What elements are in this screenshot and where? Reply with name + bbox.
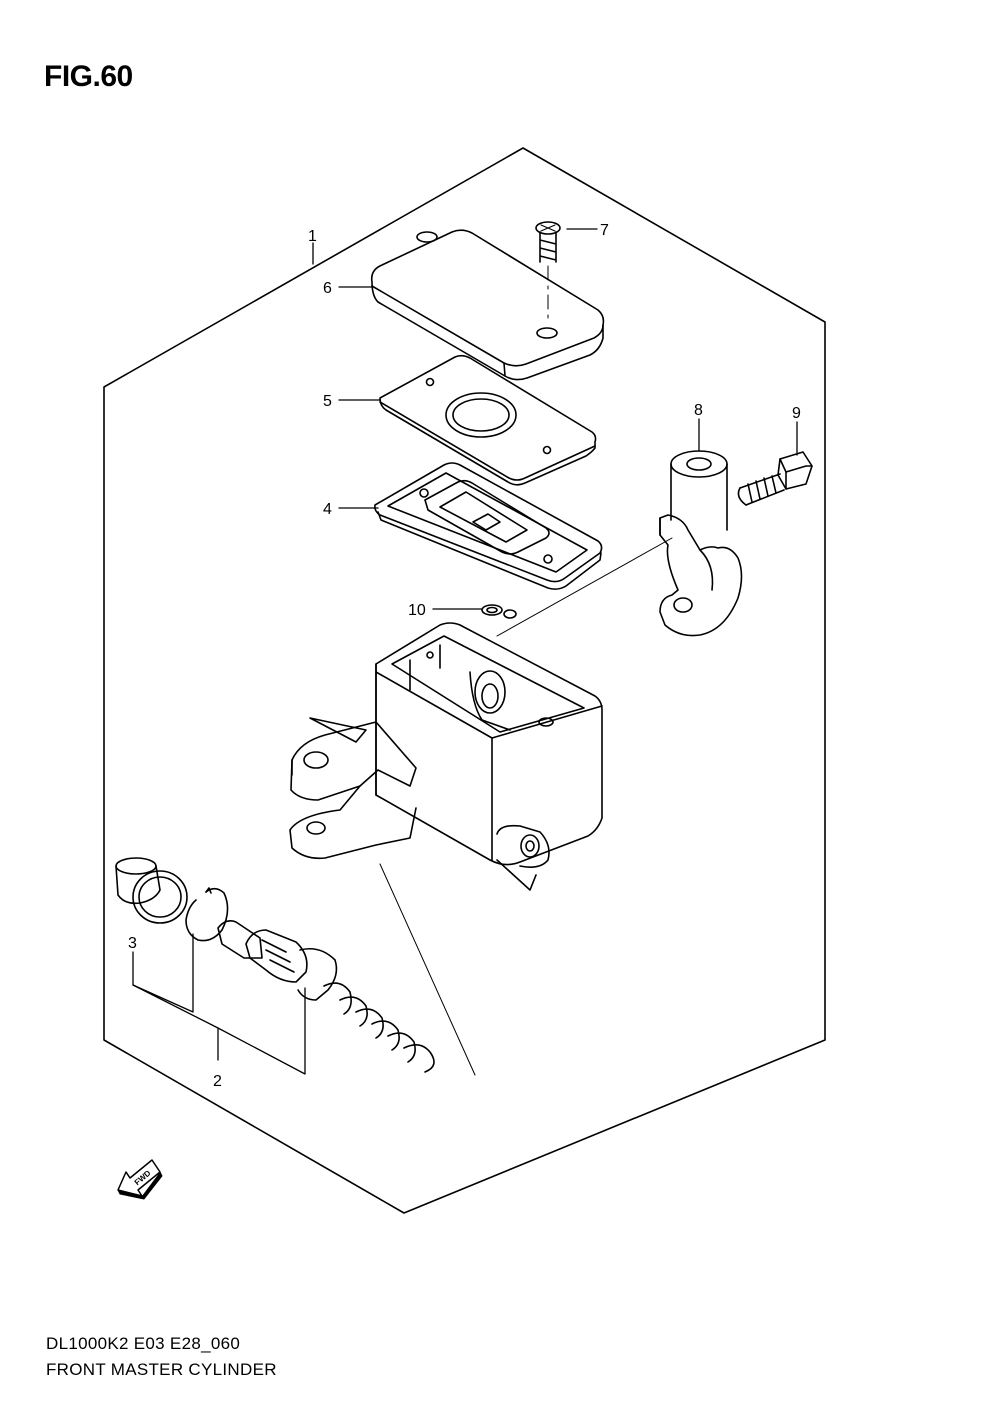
part-7-screw bbox=[535, 221, 561, 321]
guide-line bbox=[496, 537, 673, 637]
callout-9: 9 bbox=[792, 405, 801, 422]
piston-spring bbox=[217, 920, 435, 1073]
callout-1: 1 bbox=[308, 228, 317, 245]
part-6-cap bbox=[370, 229, 605, 381]
callout-leaders bbox=[132, 228, 798, 1075]
fwd-arrow-icon: FWD bbox=[117, 1159, 163, 1200]
guide-line bbox=[379, 863, 476, 1076]
part-10-clip bbox=[481, 604, 517, 619]
figure-title: FIG.60 bbox=[44, 60, 133, 93]
diagram-name: FRONT MASTER CYLINDER bbox=[46, 1360, 277, 1379]
callout-2: 2 bbox=[213, 1073, 222, 1090]
callout-8: 8 bbox=[694, 402, 703, 419]
callout-4: 4 bbox=[323, 501, 332, 518]
part-8-clamp bbox=[659, 450, 743, 637]
callout-6: 6 bbox=[323, 280, 332, 297]
circlip bbox=[185, 887, 229, 942]
diagram-code: DL1000K2 E03 E28_060 bbox=[46, 1334, 241, 1353]
part-5-plate bbox=[379, 354, 597, 486]
master-cylinder-body bbox=[289, 622, 603, 891]
assembly-outline bbox=[103, 147, 826, 1214]
callout-3: 3 bbox=[128, 935, 137, 952]
callout-7: 7 bbox=[600, 222, 609, 239]
callout-10: 10 bbox=[408, 602, 426, 619]
callout-5: 5 bbox=[323, 393, 332, 410]
part-9-bolt bbox=[737, 451, 813, 506]
part-3-boot bbox=[115, 857, 188, 924]
part-4-diaphragm bbox=[374, 462, 603, 590]
